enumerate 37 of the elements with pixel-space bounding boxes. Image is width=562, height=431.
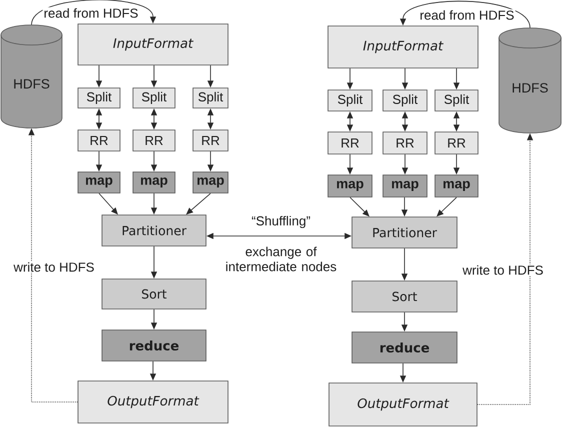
process-box: OutputFormat — [328, 382, 478, 426]
process-box: RR — [328, 132, 372, 154]
process-box: RR — [192, 130, 228, 152]
database-cylinder: HDFS — [0, 24, 62, 128]
process-box: map — [78, 172, 120, 194]
process-box: Split — [434, 90, 478, 112]
process-box: reduce — [102, 330, 206, 362]
process-box: Partitioner — [102, 214, 206, 246]
process-box: RR — [78, 130, 120, 152]
process-box: RR — [382, 132, 428, 154]
process-box: map — [328, 174, 372, 198]
process-box: Split — [382, 90, 428, 112]
edge-label: read from HDFS — [42, 7, 140, 19]
process-box: Split — [132, 88, 176, 108]
process-box: Sort — [102, 278, 206, 310]
process-box: OutputFormat — [78, 380, 228, 424]
database-cylinder: HDFS — [498, 28, 562, 134]
process-box: Split — [192, 88, 228, 108]
process-box: map — [192, 172, 228, 194]
process-box: map — [382, 174, 428, 198]
process-box: InputFormat — [328, 26, 478, 68]
edge-label: write to HDFS — [12, 261, 96, 273]
process-box: Split — [78, 88, 120, 108]
edge-label: write to HDFS — [462, 264, 544, 276]
process-box: map — [434, 174, 478, 198]
process-box: RR — [434, 132, 478, 154]
edge-label: “Shuffling” — [250, 214, 312, 230]
edge-label: read from HDFS — [418, 9, 516, 21]
process-box: Sort — [352, 280, 458, 312]
process-box: Partitioner — [352, 216, 458, 248]
process-box: Split — [328, 90, 372, 112]
process-box: reduce — [352, 332, 458, 364]
arrow — [31, 0, 156, 26]
process-box: InputFormat — [78, 24, 228, 66]
process-box: map — [132, 172, 176, 194]
process-box: RR — [132, 130, 176, 152]
note-text: exchange of intermediate nodes — [226, 246, 336, 272]
